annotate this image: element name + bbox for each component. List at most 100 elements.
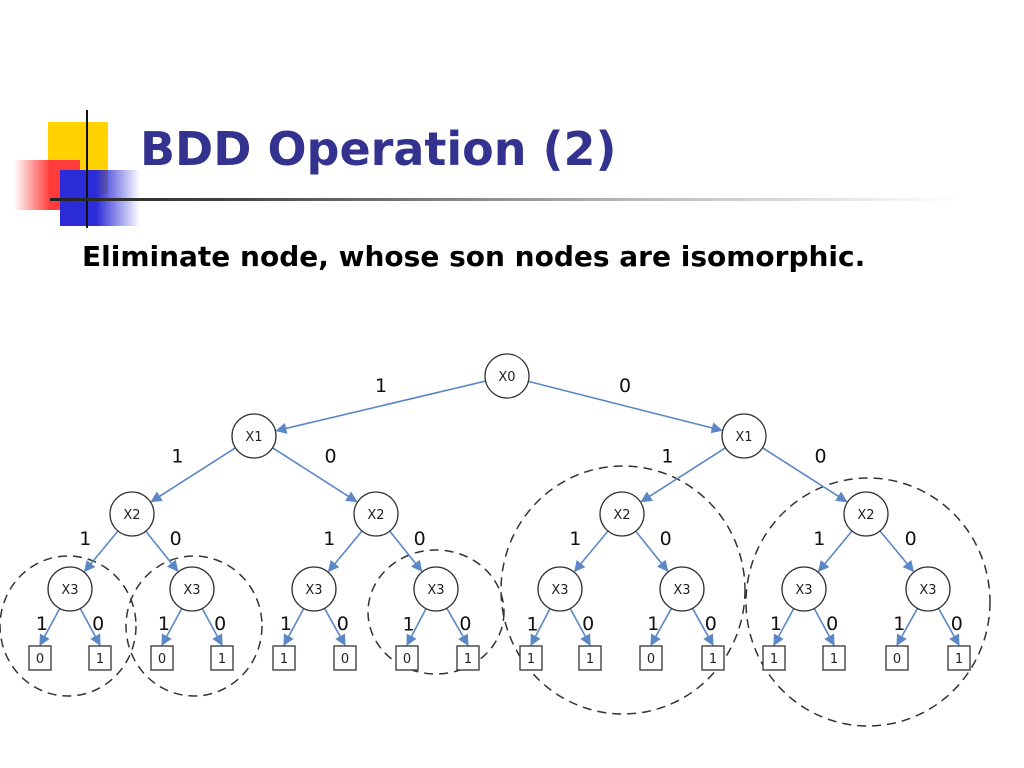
isomorphic-group-outline — [125, 555, 263, 697]
node-label: X3 — [673, 583, 690, 598]
edge-label: 0 — [414, 528, 426, 550]
edge-label: 0 — [815, 446, 827, 468]
node-x0: X0 — [484, 353, 530, 399]
node-label: X3 — [795, 583, 812, 598]
node-label: X3 — [427, 583, 444, 598]
node-label: X2 — [613, 508, 630, 523]
terminal-leaf: 1 — [519, 645, 543, 671]
high-edge — [39, 608, 61, 646]
leaf-value: 0 — [36, 652, 44, 667]
leaf-value: 0 — [403, 652, 411, 667]
edge-label: 0 — [826, 613, 838, 635]
leaf-value: 0 — [647, 652, 655, 667]
edge-label: 0 — [170, 528, 182, 550]
edge-label: 0 — [660, 528, 672, 550]
low-edge — [937, 607, 960, 646]
edge-label: 0 — [582, 613, 594, 635]
edge-label: 0 — [325, 446, 337, 468]
low-edge — [389, 530, 423, 572]
terminal-leaf: 1 — [88, 645, 112, 671]
leaf-value: 1 — [218, 652, 226, 667]
edge-label: 1 — [647, 613, 659, 635]
node-x2: X2 — [843, 491, 889, 537]
edge-label: 0 — [92, 613, 104, 635]
edge-label: 1 — [569, 528, 581, 550]
node-x3: X3 — [781, 566, 827, 612]
low-edge — [691, 607, 714, 646]
low-edge — [813, 608, 835, 646]
edge-label: 1 — [770, 613, 782, 635]
node-label: X1 — [245, 430, 262, 445]
edge-label: 0 — [619, 375, 631, 397]
node-x2: X2 — [599, 491, 645, 537]
node-x1: X1 — [231, 413, 277, 459]
node-x3: X3 — [905, 566, 951, 612]
node-label: X0 — [498, 370, 515, 385]
node-label: X3 — [61, 583, 78, 598]
isomorphic-group-outline — [500, 465, 746, 715]
high-edge — [406, 608, 427, 646]
high-edge — [150, 447, 236, 503]
edge-label: 1 — [171, 446, 183, 468]
terminal-leaf: 0 — [639, 645, 663, 671]
node-x2: X2 — [109, 491, 155, 537]
low-edge — [879, 530, 915, 573]
leaf-value: 1 — [280, 652, 288, 667]
edge-label: 1 — [661, 446, 673, 468]
node-label: X3 — [305, 583, 322, 598]
terminal-leaf: 0 — [28, 645, 52, 671]
leaf-value: 1 — [586, 652, 594, 667]
high-edge — [275, 380, 486, 434]
leaf-value: 1 — [464, 652, 472, 667]
high-edge — [83, 530, 119, 573]
edge-label: 0 — [705, 613, 717, 635]
edge-label: 1 — [813, 528, 825, 550]
high-edge — [817, 530, 853, 573]
leaf-value: 0 — [341, 652, 349, 667]
node-x3: X3 — [537, 566, 583, 612]
decor-vertical-line — [86, 110, 88, 228]
leaf-value: 1 — [527, 652, 535, 667]
node-label: X2 — [857, 508, 874, 523]
edge-label: 1 — [158, 613, 170, 635]
edge-label: 1 — [36, 613, 48, 635]
node-x3: X3 — [169, 566, 215, 612]
low-edge — [272, 447, 358, 503]
low-edge — [635, 530, 669, 572]
node-label: X2 — [123, 508, 140, 523]
terminal-leaf: 0 — [333, 645, 357, 671]
node-label: X3 — [919, 583, 936, 598]
low-edge — [446, 607, 469, 646]
edge-label: 1 — [280, 613, 292, 635]
edge-label: 0 — [214, 613, 226, 635]
high-edge — [773, 608, 795, 646]
high-edge — [650, 607, 673, 646]
node-label: X3 — [183, 583, 200, 598]
edge-label: 0 — [459, 613, 471, 635]
high-edge — [573, 530, 609, 573]
leaf-value: 1 — [830, 652, 838, 667]
node-label: X3 — [551, 583, 568, 598]
leaf-value: 1 — [770, 652, 778, 667]
edge-label: 0 — [951, 613, 963, 635]
terminal-leaf: 1 — [762, 645, 786, 671]
node-label: X2 — [367, 508, 384, 523]
terminal-leaf: 1 — [456, 645, 480, 671]
edge-label: 1 — [375, 375, 387, 397]
terminal-leaf: 1 — [578, 645, 602, 671]
low-edge — [145, 530, 179, 572]
node-x3: X3 — [291, 566, 337, 612]
terminal-leaf: 1 — [947, 645, 971, 671]
low-edge — [323, 607, 346, 646]
node-x1: X1 — [721, 413, 767, 459]
node-label: X1 — [735, 430, 752, 445]
node-x3: X3 — [413, 566, 459, 612]
terminal-leaf: 1 — [822, 645, 846, 671]
high-edge — [283, 608, 305, 646]
edge-label: 1 — [79, 528, 91, 550]
decor-title-underline — [50, 198, 960, 201]
terminal-leaf: 1 — [272, 645, 296, 671]
leaf-value: 1 — [96, 652, 104, 667]
edge-label: 0 — [905, 528, 917, 550]
high-edge — [896, 607, 919, 646]
